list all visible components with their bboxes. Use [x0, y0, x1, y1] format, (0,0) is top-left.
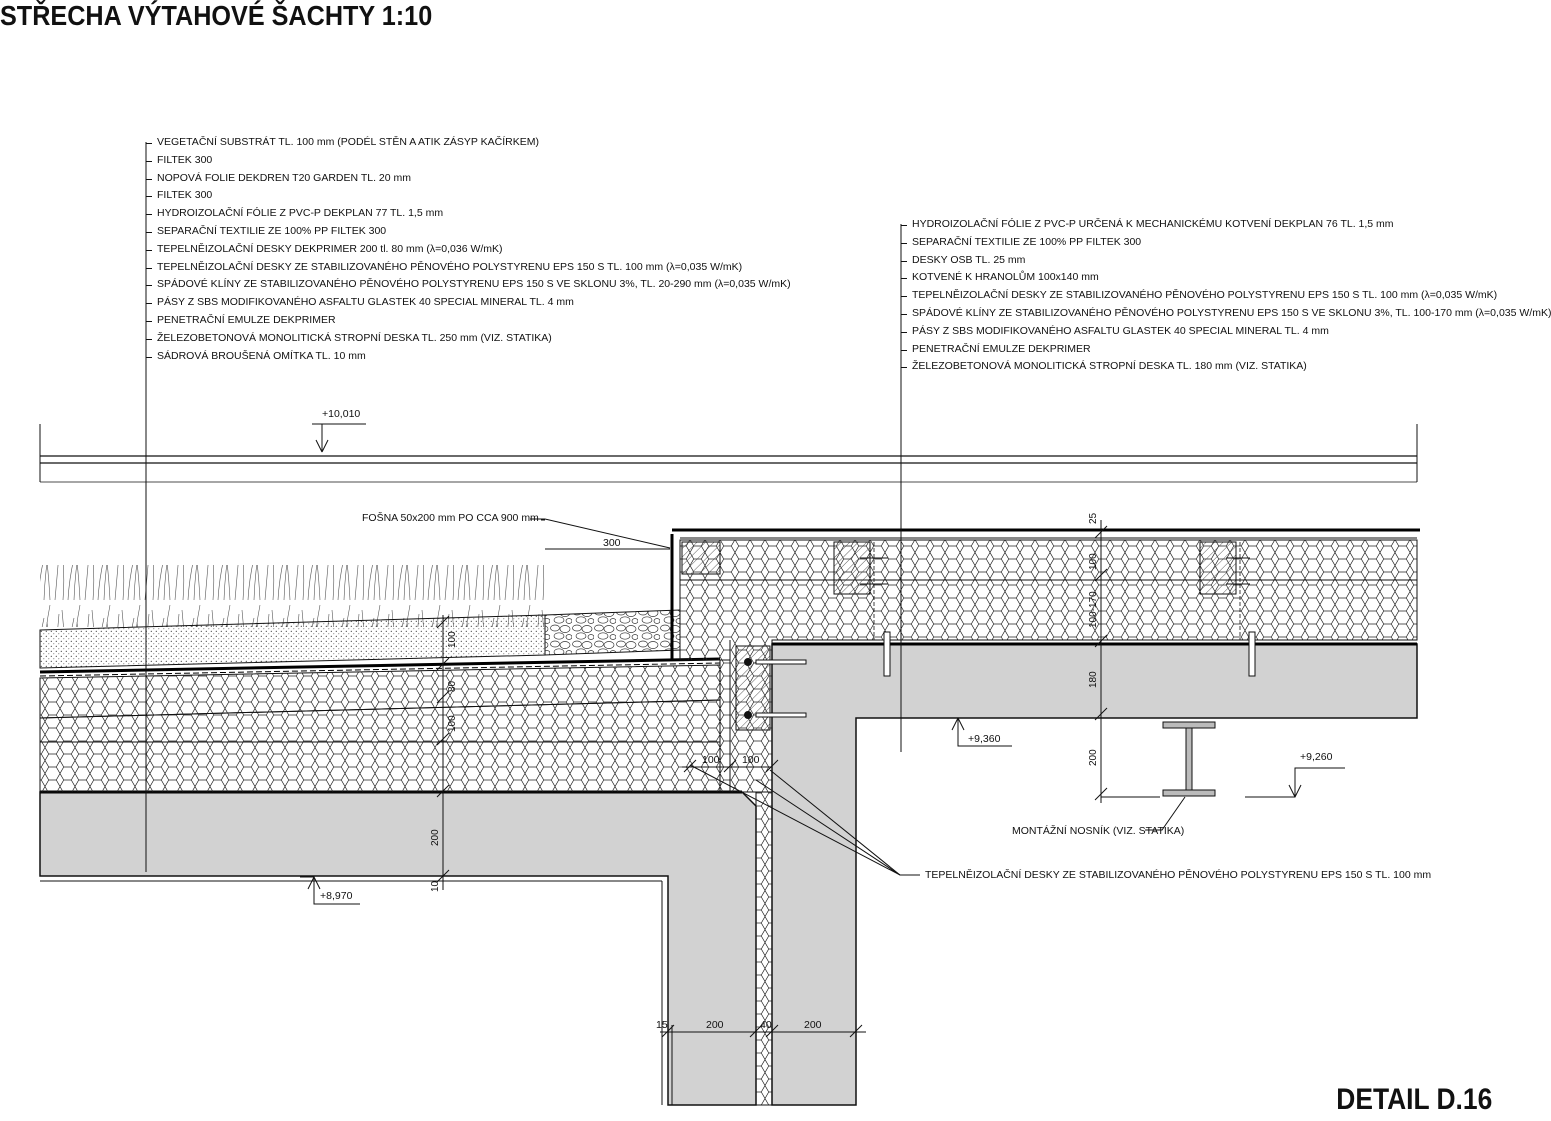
left-insulation-eps [39, 741, 721, 793]
timber-plank [681, 541, 721, 575]
wall-insulation [755, 791, 773, 1106]
timber-block-1 [833, 541, 871, 595]
level-slab-right: +9,360 [968, 733, 1001, 745]
top-membrane [670, 528, 1420, 660]
dim-100-b: 100 [447, 715, 458, 732]
level-top: +10,010 [322, 408, 361, 420]
legend-right-item: TEPELNĚIZOLAČNÍ DESKY ZE STABILIZOVANÉHO… [901, 287, 1551, 305]
dimension-lines [436, 520, 1160, 1105]
legend-left-item: ŽELEZOBETONOVÁ MONOLITICKÁ STROPNÍ DESKA… [146, 330, 791, 348]
legend-right-item: HYDROIZOLAČNÍ FÓLIE Z PVC-P URČENÁ K MEC… [901, 216, 1551, 234]
dim-100-a: 100 [447, 631, 458, 648]
legend-left-item: FILTEK 300 [146, 187, 791, 205]
concrete-slab-left [39, 791, 757, 1106]
legend-right-item: SPÁDOVÉ KLÍNY ZE STABILIZOVANÉHO PĚNOVÉH… [901, 305, 1551, 323]
level-slab-left: +8,970 [320, 890, 353, 902]
attic-bolts [744, 658, 807, 719]
legend-left: VEGETAČNÍ SUBSTRÁT TL. 100 mm (PODÉL STĚ… [146, 134, 791, 365]
top-ceiling-lines [39, 424, 1418, 483]
legend-right-item: DESKY OSB TL. 25 mm [901, 252, 1551, 270]
beam-annotation: MONTÁŽNÍ NOSNÍK (VIZ. STATIKA) [1012, 825, 1185, 837]
legend-left-item: SÁDROVÁ BROUŠENÁ OMÍTKA TL. 10 mm [146, 348, 791, 366]
dim-w100-a: 100 [702, 754, 720, 766]
legend-right: HYDROIZOLAČNÍ FÓLIE Z PVC-P URČENÁ K MEC… [901, 216, 1551, 376]
insulation-annotation: TEPELNĚIZOLAČNÍ DESKY ZE STABILIZOVANÉHO… [925, 869, 1432, 881]
legend-right-item: PENETRAČNÍ EMULZE DEKPRIMER [901, 341, 1551, 359]
legend-left-item: TEPELNĚIZOLAČNÍ DESKY ZE STABILIZOVANÉHO… [146, 259, 791, 277]
dim-100-right: 100 [1088, 553, 1099, 570]
legend-left-item: HYDROIZOLAČNÍ FÓLIE Z PVC-P DEKPLAN 77 T… [146, 205, 791, 223]
steel-beam [1162, 721, 1216, 797]
grass-vegetation [40, 565, 545, 627]
plank-annotation: FOŠNA 50x200 mm PO CCA 900 mm [362, 512, 539, 524]
dim-10: 10 [430, 880, 441, 892]
dim-180: 180 [1088, 671, 1099, 688]
legend-left-item: VEGETAČNÍ SUBSTRÁT TL. 100 mm (PODÉL STĚ… [146, 134, 791, 152]
level-markers [300, 423, 1345, 905]
detail-label: DETAIL D.16 [1336, 1083, 1492, 1116]
dim-b200-a: 200 [706, 1019, 724, 1031]
legend-right-item: PÁSY Z SBS MODIFIKOVANÉHO ASFALTU GLASTE… [901, 323, 1551, 341]
legend-left-item: PÁSY Z SBS MODIFIKOVANÉHO ASFALTU GLASTE… [146, 294, 791, 312]
leader-lines [145, 142, 1186, 876]
legend-left-item: SEPARAČNÍ TEXTILIE ZE 100% PP FILTEK 300 [146, 223, 791, 241]
level-beam: +9,260 [1300, 751, 1333, 763]
dim-80: 80 [447, 680, 458, 692]
dim-300: 300 [603, 537, 621, 549]
drawing-title: STŘECHA VÝTAHOVÉ ŠACHTY 1:10 [0, 0, 433, 31]
dim-b200-b: 200 [804, 1019, 822, 1031]
legend-right-item: KOTVENÉ K HRANOLŮM 100x140 mm [901, 269, 1551, 287]
dim-25: 25 [1088, 512, 1099, 524]
dim-b15: 15 [656, 1019, 668, 1031]
anchor-bolts [860, 557, 1256, 677]
legend-left-item: SPÁDOVÉ KLÍNY ZE STABILIZOVANÉHO PĚNOVÉH… [146, 276, 791, 294]
legend-left-item: NOPOVÁ FOLIE DEKDREN T20 GARDEN TL. 20 m… [146, 170, 791, 188]
legend-right-item: SEPARAČNÍ TEXTILIE ZE 100% PP FILTEK 300 [901, 234, 1551, 252]
dim-200-right: 200 [1088, 749, 1099, 766]
dim-w100-b: 100 [742, 754, 760, 766]
gravel-fill [544, 609, 681, 656]
dim-b40: 40 [760, 1019, 772, 1031]
dim-100-170: 100-170 [1088, 591, 1099, 628]
dim-200-left: 200 [430, 829, 441, 846]
legend-left-item: FILTEK 300 [146, 152, 791, 170]
legend-left-item: PENETRAČNÍ EMULZE DEKPRIMER [146, 312, 791, 330]
section-drawing [39, 142, 1420, 1106]
legend-right-item: ŽELEZOBETONOVÁ MONOLITICKÁ STROPNÍ DESKA… [901, 358, 1551, 376]
legend-left-item: TEPELNĚIZOLAČNÍ DESKY DEKPRIMER 200 tl. … [146, 241, 791, 259]
timber-block-2 [1199, 541, 1237, 595]
